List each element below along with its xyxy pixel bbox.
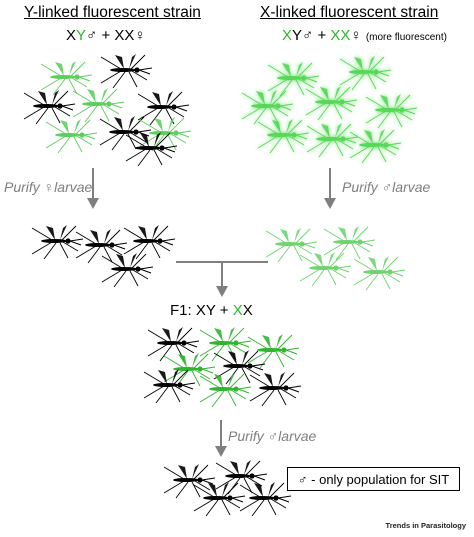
f1-fluorescent-x: X	[232, 302, 243, 319]
mosquito	[353, 255, 406, 291]
right-purify-label: Purify ♂larvae	[342, 179, 431, 195]
formula-rest: ♂ + XX♀	[86, 27, 146, 44]
mosquito	[299, 251, 352, 287]
mosquito	[137, 90, 190, 126]
mosquito	[143, 368, 196, 404]
formula-middle: Y♂ +	[292, 27, 331, 44]
mosquito	[31, 224, 84, 260]
mosquito	[239, 481, 292, 517]
mosquito	[40, 60, 93, 96]
mosquito	[163, 352, 216, 388]
f1-suffix: X	[242, 302, 253, 319]
mosquito	[265, 227, 318, 263]
right-strain-swarm	[241, 55, 418, 164]
right-strain-heading: X-linked fluorescent strain	[260, 4, 439, 21]
mosquito	[247, 333, 300, 369]
left-down-arrow	[87, 168, 99, 209]
bottom-down-arrow	[215, 420, 227, 457]
mosquito	[249, 371, 302, 407]
mosquito	[123, 224, 176, 260]
purified-females-group	[31, 224, 176, 288]
f1-prefix: F1: XY +	[170, 302, 233, 319]
x-chromosome: X	[66, 27, 77, 44]
mosquito	[365, 93, 418, 129]
journal-credit: Trends in Parasitology	[385, 521, 466, 530]
mosquito	[305, 85, 358, 121]
f1-label: F1: XY + XX	[170, 302, 253, 319]
mosquito	[23, 89, 76, 125]
mosquito	[349, 128, 402, 164]
mosquito	[147, 326, 200, 362]
mosquito	[45, 118, 98, 154]
mosquito	[199, 326, 252, 362]
mosquito	[339, 55, 392, 91]
fluorescence-note: (more fluorescent)	[365, 32, 447, 43]
right-strain-formula: XY♂ + XX♀ (more fluorescent)	[282, 27, 447, 44]
mosquito	[72, 87, 125, 123]
sit-result-box: ♂ - only population for SIT	[287, 467, 460, 491]
sit-result-label: ♂ - only population for SIT	[297, 471, 450, 487]
mosquito	[100, 53, 153, 89]
fluorescent-xx-chromosomes: XX	[330, 27, 351, 44]
female-symbol: ♀	[350, 27, 362, 44]
fluorescent-x-chromosome: X	[282, 27, 293, 44]
f1-swarm	[143, 326, 302, 408]
left-purify-label: Purify ♀larvae	[4, 179, 93, 195]
left-strain-heading: Y-linked fluorescent strain	[24, 4, 201, 21]
purified-males-group	[265, 225, 406, 291]
left-strain-swarm	[23, 53, 192, 167]
mosquito	[139, 116, 192, 152]
mosquito	[241, 89, 294, 125]
mosquito	[267, 61, 320, 97]
male-only-population	[163, 459, 292, 517]
mosquito	[306, 122, 359, 158]
right-down-arrow	[324, 168, 336, 209]
fluorescent-y-chromosome: Y	[76, 27, 87, 44]
mosquito	[257, 118, 310, 154]
merge-arrow	[176, 261, 268, 297]
bottom-purify-label: Purify ♂larvae	[228, 428, 317, 444]
left-strain-formula: XY♂ + XX♀	[66, 27, 146, 44]
